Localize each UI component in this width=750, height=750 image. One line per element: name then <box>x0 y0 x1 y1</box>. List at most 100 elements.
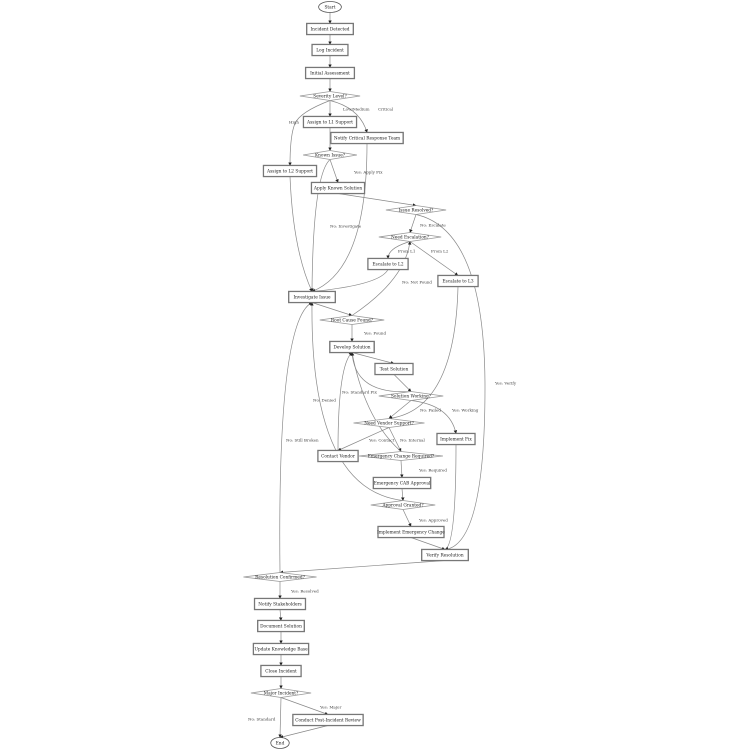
edge-approval-to-implEmerg <box>402 509 412 527</box>
node-contactVendor[interactable]: Contact Vendor <box>317 449 359 463</box>
node-severity[interactable]: Severity Level? <box>299 91 361 101</box>
node-cab[interactable]: Emergency CAB Approval <box>372 476 432 490</box>
process-shape <box>311 43 349 57</box>
node-applyKnown[interactable]: Apply Known Solution <box>310 181 366 195</box>
node-escL2[interactable]: Escalate to L2 <box>367 257 409 271</box>
edge-label: No: Not Found <box>402 280 432 285</box>
node-implementFix[interactable]: Implement Fix <box>436 432 476 446</box>
process-inner-border <box>258 621 304 631</box>
process-shape <box>292 713 364 727</box>
edge-label: From L1 <box>398 249 415 254</box>
edge-major-to-end <box>278 697 282 738</box>
edge-label: No: Standard Fix <box>342 390 378 395</box>
process-inner-border <box>306 68 354 78</box>
node-label: Notify Critical Response Team <box>334 137 400 142</box>
edge-severity-to-critical <box>329 100 368 133</box>
process-shape <box>367 257 409 271</box>
node-label: Develop Solution <box>333 346 370 351</box>
edge-label: Yes: Working <box>451 408 479 413</box>
edge-label: From L2 <box>431 249 449 254</box>
process-inner-border <box>368 259 408 269</box>
node-pir[interactable]: Conduct Post-Incident Review <box>292 713 364 727</box>
node-major[interactable]: Major Incident? <box>250 688 312 698</box>
edge-root-to-needEsc <box>351 241 412 316</box>
edge-working-to-implementFix <box>410 400 458 434</box>
node-end[interactable]: End <box>270 737 290 749</box>
node-approval[interactable]: Approval Granted? <box>370 500 436 510</box>
node-verify[interactable]: Verify Resolution <box>421 548 469 562</box>
node-label: Start <box>324 6 335 11</box>
node-label: End <box>276 742 285 747</box>
node-l2[interactable]: Assign to L2 Support <box>262 164 318 178</box>
process-shape <box>330 131 404 145</box>
process-shape <box>377 525 445 539</box>
edge-known-to-applyKnown <box>329 159 339 183</box>
node-implEmerg[interactable]: Implement Emergency Change <box>377 525 445 539</box>
node-escL3[interactable]: Escalate to L3 <box>437 274 479 288</box>
node-label: Major Incident? <box>264 692 299 697</box>
decision-shape <box>370 500 436 510</box>
node-start[interactable]: Start <box>318 1 342 13</box>
node-investigate[interactable]: Investigate Issue <box>288 290 336 304</box>
edge-working-to-vendor <box>388 400 412 419</box>
node-label: Severity Level? <box>313 95 347 100</box>
edges-layer <box>278 12 486 739</box>
node-needEsc[interactable]: Need Escalation? <box>378 232 442 242</box>
edge-emergency-to-develop <box>350 352 402 452</box>
node-stakeholders[interactable]: Notify Stakeholders <box>253 597 307 611</box>
node-assess[interactable]: Initial Assessment <box>304 66 356 80</box>
process-shape <box>310 181 366 195</box>
node-label: Escalate to L2 <box>372 263 403 268</box>
node-close[interactable]: Close Incident <box>260 664 302 678</box>
process-shape <box>317 449 359 463</box>
node-label: Verify Resolution <box>425 554 463 559</box>
process-inner-border <box>438 276 478 286</box>
node-root[interactable]: Root Cause Found? <box>319 315 385 325</box>
node-label: Assign to L1 Support <box>306 121 353 126</box>
node-l1[interactable]: Assign to L1 Support <box>302 115 358 129</box>
edge-cab-to-approval <box>400 488 405 501</box>
edge-vendor-to-emergency <box>388 427 402 452</box>
node-label: Issue Resolved? <box>399 209 434 214</box>
process-inner-border <box>378 527 444 537</box>
node-vendor[interactable]: Need Vendor Support? <box>353 418 425 428</box>
node-working[interactable]: Solution Working? <box>378 391 444 401</box>
node-label: Emergency Change Required? <box>368 455 435 460</box>
node-develop[interactable]: Develop Solution <box>329 340 375 354</box>
node-label: Update Knowledge Base <box>254 648 308 653</box>
node-label: Root Cause Found? <box>331 319 374 324</box>
node-known[interactable]: Known Issue? <box>303 150 357 160</box>
node-detected[interactable]: Incident Detected <box>306 22 354 36</box>
process-inner-border <box>374 478 430 488</box>
node-label: Apply Known Solution <box>313 187 363 192</box>
process-shape <box>437 274 479 288</box>
process-shape <box>372 476 432 490</box>
node-document[interactable]: Document Solution <box>257 619 305 633</box>
node-critical[interactable]: Notify Critical Response Team <box>330 131 404 145</box>
node-label: Solution Working? <box>391 395 432 400</box>
node-log[interactable]: Log Incident <box>311 43 349 57</box>
node-label: Investigate Issue <box>293 296 331 301</box>
edge-escL2-to-investigate <box>311 269 389 293</box>
edge-label: Yes: Contact <box>368 438 395 443</box>
node-emergency[interactable]: Emergency Change Required? <box>359 451 443 461</box>
node-label: Escalate to L3 <box>442 280 473 285</box>
process-shape <box>302 115 358 129</box>
edge-implementFix-to-verify <box>444 444 457 550</box>
node-label: Conduct Post-Incident Review <box>295 719 361 724</box>
process-shape <box>306 22 354 36</box>
terminal-shape <box>270 737 290 749</box>
edge-known-to-investigate <box>310 159 331 292</box>
decision-shape <box>353 418 425 428</box>
edge-label: Yes: Found <box>363 331 386 336</box>
node-kb[interactable]: Update Knowledge Base <box>252 642 310 656</box>
node-test[interactable]: Test Solution <box>374 362 414 376</box>
process-inner-border <box>331 133 403 143</box>
edge-vendor-to-contactVendor <box>337 427 390 451</box>
edge-resolved-to-needEsc <box>409 214 417 233</box>
process-inner-border <box>330 342 374 352</box>
node-confirmed[interactable]: Resolution Confirmed? <box>243 572 317 582</box>
node-resolved[interactable]: Issue Resolved? <box>385 205 447 215</box>
node-label: Log Incident <box>316 49 344 54</box>
